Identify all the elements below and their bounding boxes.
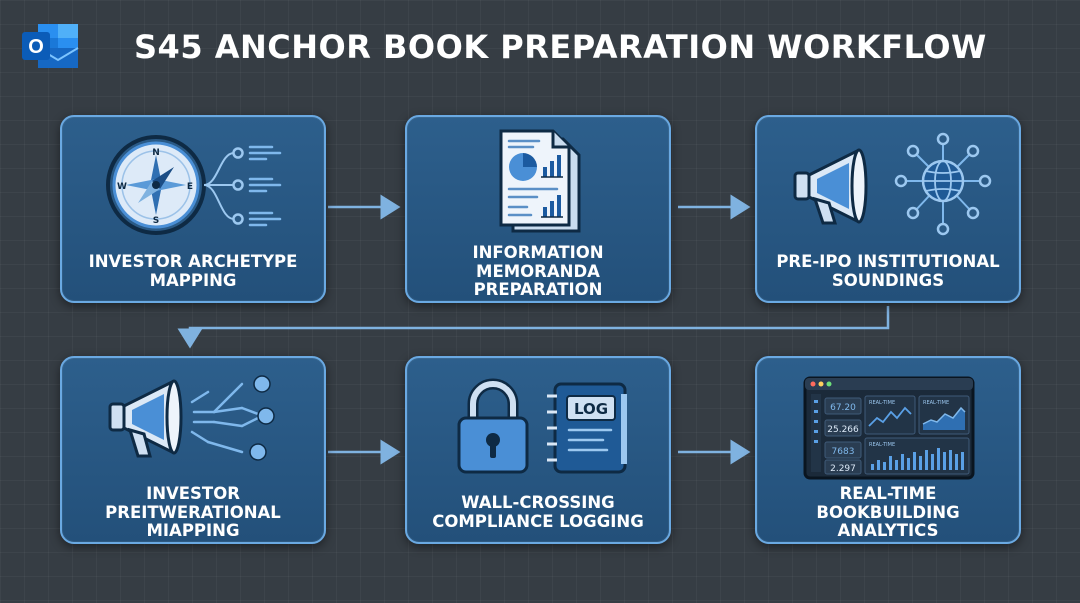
step-card-information-memoranda-preparation: INFORMATION MEMORANDA PREPARATION xyxy=(405,115,671,303)
svg-text:25.266: 25.266 xyxy=(827,425,859,435)
svg-text:7683: 7683 xyxy=(832,447,855,457)
step-label: INVESTOR ARCHETYPE MAPPING xyxy=(88,252,298,290)
compass-network-icon: N S E W xyxy=(62,127,324,247)
svg-text:W: W xyxy=(117,182,127,192)
megaphone-icon xyxy=(108,379,183,458)
svg-text:67.20: 67.20 xyxy=(830,403,856,413)
step-label: WALL-CROSSING COMPLIANCE LOGGING xyxy=(432,493,644,531)
step-label: PRE-IPO INSTITUTIONAL SOUNDINGS xyxy=(776,252,1000,290)
svg-text:O: O xyxy=(28,36,44,58)
page-title: S45 ANCHOR BOOK PREPARATION WORKFLOW xyxy=(134,28,987,66)
arrow-3-to-4 xyxy=(177,306,890,349)
svg-text:REAL-TIME: REAL-TIME xyxy=(869,400,895,406)
megaphone-icon xyxy=(793,148,868,225)
logbook-icon: LOG xyxy=(547,382,627,474)
globe-network-icon xyxy=(894,132,992,236)
svg-text:REAL-TIME: REAL-TIME xyxy=(869,442,895,448)
lock-log-icon: LOG xyxy=(407,368,669,488)
step-card-pre-ipo-institutional-soundings: PRE-IPO INSTITUTIONAL SOUNDINGS xyxy=(755,115,1021,303)
step-card-real-time-bookbuilding-analytics: 67.20 25.266 7683 2.297 REAL-TIME REAL-T… xyxy=(755,356,1021,544)
outlook-icon: O xyxy=(20,18,82,76)
svg-text:N: N xyxy=(152,148,160,158)
step-label: INVESTOR PREITWERATIONAL MIAPPING xyxy=(105,483,281,541)
svg-text:LOG: LOG xyxy=(574,400,608,418)
megaphone-globe-icon xyxy=(757,127,1019,247)
dashboard-icon: 67.20 25.266 7683 2.297 REAL-TIME REAL-T… xyxy=(757,368,1019,488)
svg-text:REAL-TIME: REAL-TIME xyxy=(923,400,949,406)
svg-text:E: E xyxy=(187,182,193,192)
megaphone-network-icon xyxy=(62,368,324,488)
svg-text:2.297: 2.297 xyxy=(830,464,856,474)
svg-text:S: S xyxy=(153,216,159,226)
padlock-icon xyxy=(457,378,529,474)
step-label: INFORMATION MEMORANDA PREPARATION xyxy=(472,242,604,300)
step-card-investor-archetype-mapping: N S E W INVESTOR ARCHETYPE MAPPING xyxy=(60,115,326,303)
step-label: REAL-TIME BOOKBUILDING ANALYTICS xyxy=(816,483,960,541)
step-card-investor-preitwerational-miapping: INVESTOR PREITWERATIONAL MIAPPING xyxy=(60,356,326,544)
document-chart-icon xyxy=(407,127,669,247)
step-card-wall-crossing-compliance-logging: LOG WALL-CROSSING COMPLIANCE LOGGING xyxy=(405,356,671,544)
